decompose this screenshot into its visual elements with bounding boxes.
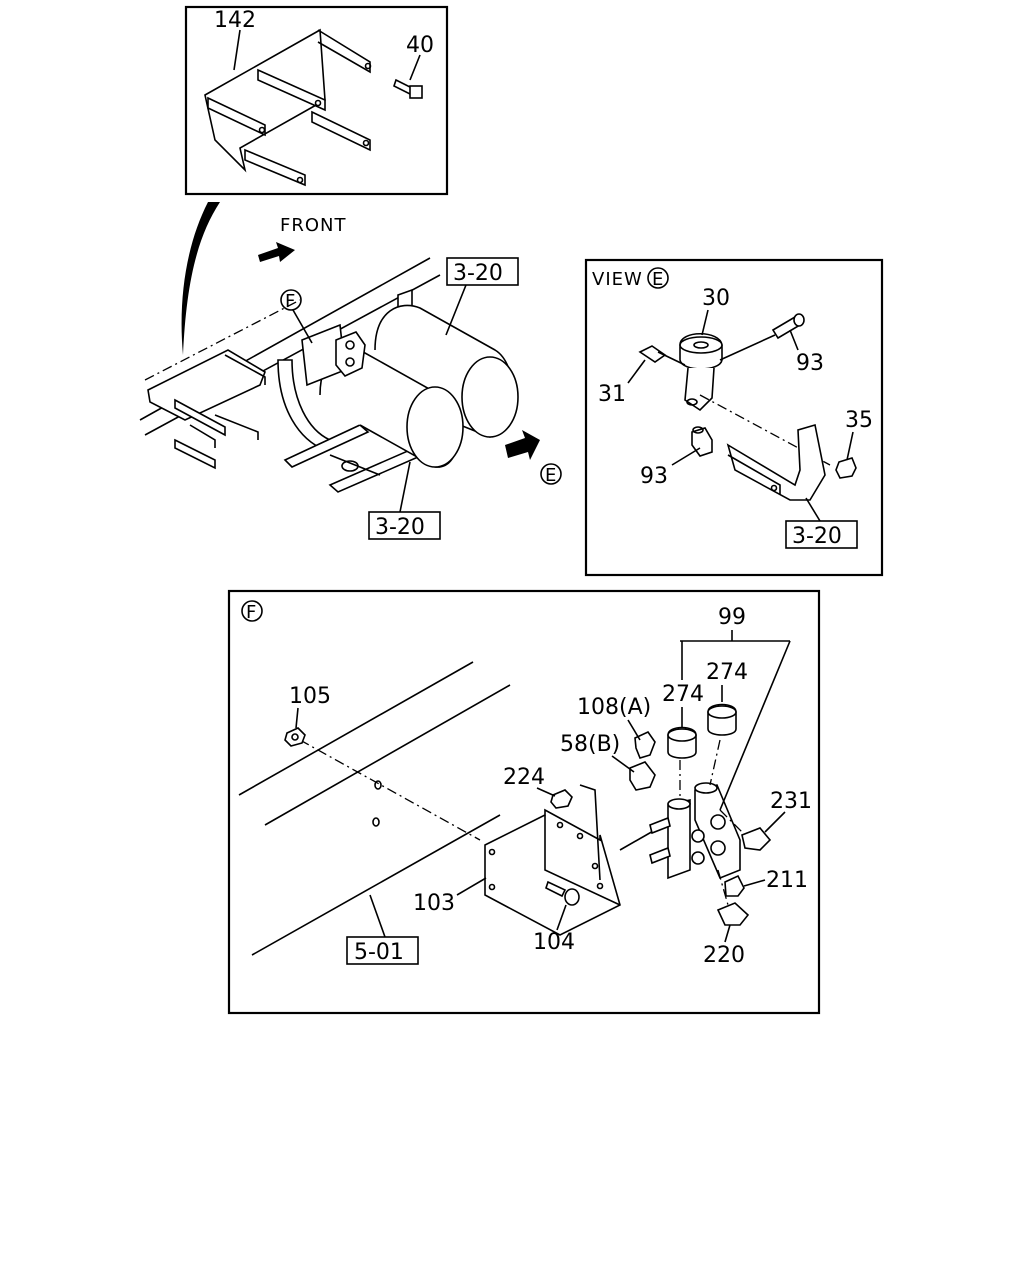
label-211: 211: [766, 868, 808, 893]
inset-callout-sweep: [181, 202, 220, 355]
ref-box-3-20-view: [785, 520, 858, 549]
inset-142-frame: [184, 5, 449, 196]
view-e-arrow: [505, 430, 540, 460]
label-104: 104: [533, 930, 575, 955]
inset-view-e: VIEW E 30 93 31 35 93: [584, 258, 884, 577]
label-224: 224: [503, 765, 545, 790]
label-ref-3-20-top: 3-20: [453, 261, 503, 286]
ref-box-5-01: [346, 936, 419, 965]
inset-bracket-142: 142 40: [184, 5, 449, 196]
callout-circle-f: [280, 289, 302, 311]
label-front: FRONT: [280, 215, 347, 236]
label-ref-5-01: 5-01: [354, 940, 404, 965]
label-ref-3-20-view: 3-20: [792, 524, 842, 549]
detail-f: F: [227, 589, 821, 1015]
label-93-lower: 93: [640, 464, 668, 489]
bracket-view-e: [726, 423, 826, 501]
label-view-circle-e: E: [652, 269, 664, 290]
bolt-104: [545, 880, 567, 898]
ref-box-3-20-bottom: [368, 511, 441, 540]
label-99: 99: [718, 605, 746, 630]
fitting-211: [724, 874, 745, 897]
callout-circle-e: [540, 463, 562, 485]
label-231: 231: [770, 789, 812, 814]
label-105: 105: [289, 684, 331, 709]
air-tank-front: [406, 386, 464, 468]
label-274-right: 274: [706, 660, 748, 685]
label-108a: 108(A): [577, 695, 651, 720]
label-detail-f: F: [246, 602, 257, 623]
front-arrow: [258, 242, 295, 262]
nut-105: [284, 727, 306, 747]
bracket-142-plate: [204, 28, 326, 173]
label-view: VIEW: [592, 269, 643, 290]
label-35: 35: [845, 408, 873, 433]
label-40: 40: [406, 33, 434, 58]
label-30: 30: [702, 286, 730, 311]
nut-224: [550, 789, 573, 809]
air-tank-rear: [461, 356, 519, 438]
label-103: 103: [413, 891, 455, 916]
detail-f-frame: [227, 589, 821, 1015]
label-274-left: 274: [662, 682, 704, 707]
fitting-231: [741, 827, 772, 851]
ref-box-3-20-top: [446, 257, 519, 286]
label-31: 31: [598, 382, 626, 407]
nut-35: [835, 457, 857, 479]
label-ref-3-20-bottom: 3-20: [375, 515, 425, 540]
fitting-220: [716, 902, 750, 926]
label-142: 142: [214, 8, 256, 33]
valve-manifold: [667, 798, 691, 880]
inset-view-e-frame: [584, 258, 884, 577]
label-circle-e: E: [545, 465, 557, 486]
fitting-58b: [629, 761, 656, 791]
label-58b: 58(B): [560, 732, 620, 757]
label-circle-f: F: [285, 291, 296, 312]
main-tank-assembly: FRONT F: [139, 215, 562, 540]
bracket-103: [484, 808, 621, 936]
label-220: 220: [703, 943, 745, 968]
label-93-top: 93: [796, 351, 824, 376]
